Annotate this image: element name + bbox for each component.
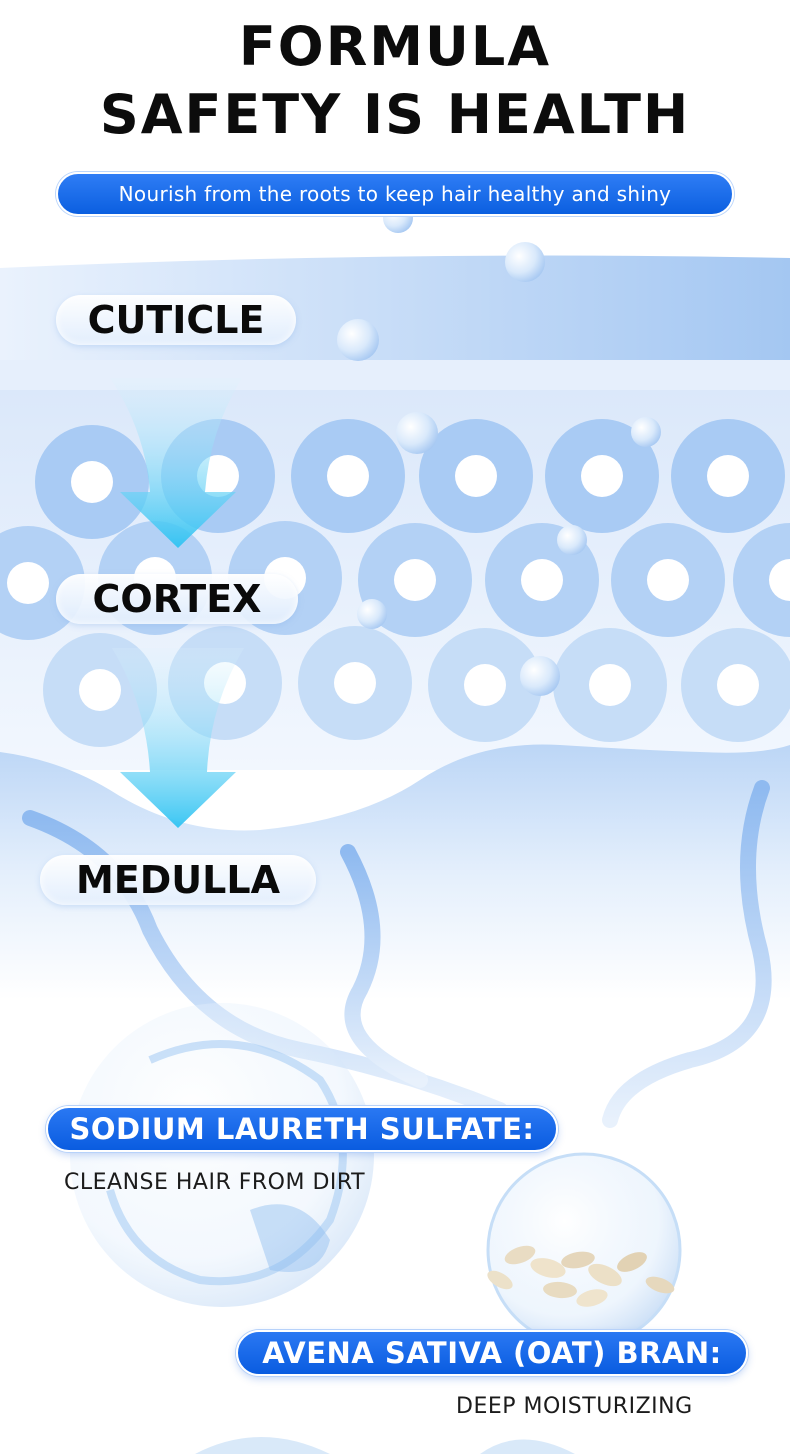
ingredient-benefit-text: CLEANSE HAIR FROM DIRT (64, 1170, 366, 1195)
ingredient-benefit-text: DEEP MOISTURIZING (456, 1394, 693, 1419)
layer-label-medulla: MEDULLA (40, 855, 316, 905)
ingredient-name-badge: SODIUM LAURETH SULFATE: (46, 1106, 558, 1152)
ingredient-name-badge: AVENA SATIVA (OAT) BRAN: (236, 1330, 748, 1376)
down-arrow-icon (110, 378, 242, 548)
water-sphere-icon (195, 1437, 575, 1454)
layer-label-cuticle: CUTICLE (56, 295, 296, 345)
oat-flakes-icon (486, 1152, 682, 1348)
cell-row-1 (35, 419, 785, 539)
subtitle-banner: Nourish from the roots to keep hair heal… (56, 172, 734, 216)
cell-row-3 (43, 626, 790, 747)
bubble-icon (337, 203, 661, 696)
page-title-line-1: FORMULA (238, 15, 552, 78)
down-arrow-icon (112, 648, 244, 828)
water-sphere-icon (70, 1003, 374, 1307)
layer-label-cortex: CORTEX (56, 574, 298, 624)
page-title-line-2: SAFETY IS HEALTH (99, 83, 691, 146)
